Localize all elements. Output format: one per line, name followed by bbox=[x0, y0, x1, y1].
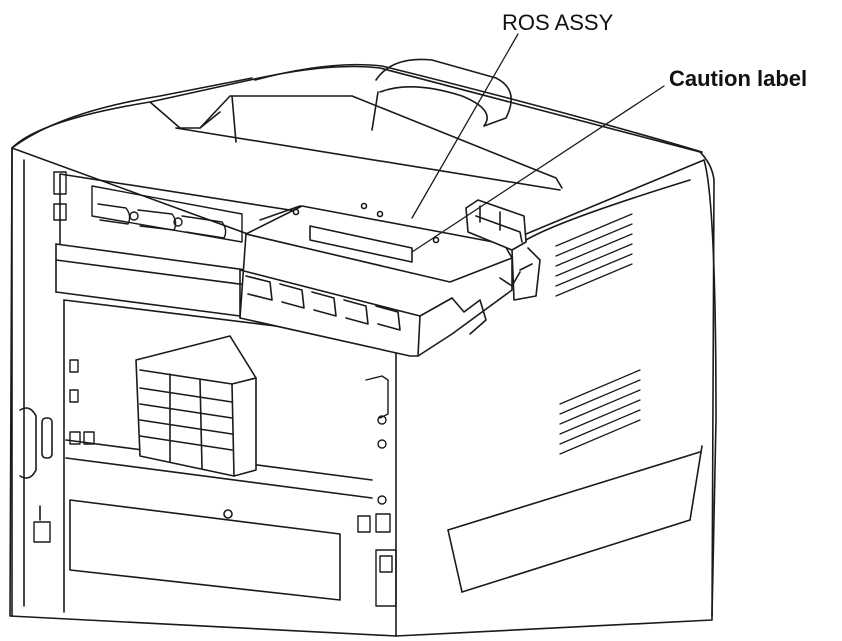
ros-assy-callout: ROS ASSY bbox=[502, 10, 614, 35]
rear-fan-vent bbox=[135, 335, 257, 477]
printer-illustration bbox=[9, 33, 717, 637]
ros-assembly bbox=[239, 202, 521, 357]
leader-lines bbox=[411, 33, 665, 253]
ros-connector bbox=[465, 199, 541, 301]
leader-line-ros-assy bbox=[411, 33, 519, 219]
upper-vent-grille bbox=[555, 213, 633, 297]
lower-vent-grille bbox=[559, 369, 641, 455]
top-cover bbox=[9, 58, 715, 637]
feed-roller-slot bbox=[91, 185, 243, 243]
leader-line-caution-label bbox=[411, 85, 665, 253]
rear-ports bbox=[33, 171, 397, 607]
caution-label-callout: Caution label bbox=[669, 66, 808, 91]
